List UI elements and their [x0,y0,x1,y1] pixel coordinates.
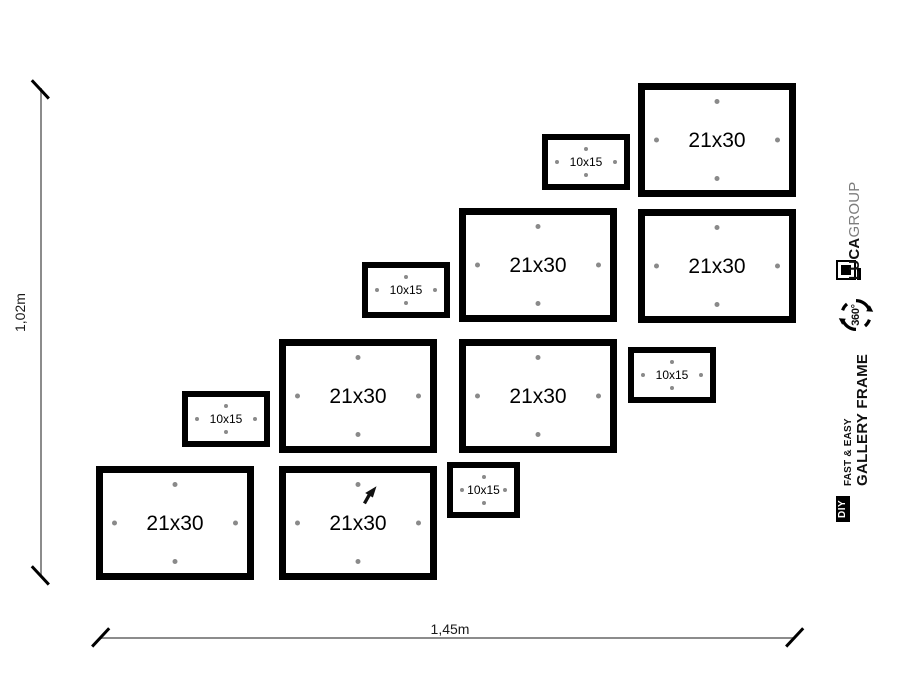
nail-dot-left [654,137,659,143]
nail-dot-right [503,488,507,492]
nail-dot-right [253,417,257,421]
vertical-dimension-line [40,88,42,575]
picture-frame[interactable]: 10x15 [447,462,520,518]
nail-dot-bottom [714,176,720,181]
nail-dot-left [195,417,199,421]
luca-group-logo: LUCAGROUP [836,150,884,280]
frame-size-label: 10x15 [467,483,500,497]
gallery-frame-subtitle: FAST & EASY [843,418,854,486]
nail-dot-bottom [404,301,408,305]
luca-square-icon [836,260,856,280]
nail-dot-left [460,488,464,492]
nail-dot-right [416,520,421,526]
luca-wordmark-bold: LUCA [846,237,863,280]
frame-size-label: 21x30 [688,128,746,152]
nail-dot-left [555,160,559,164]
diy-badge: DIY [836,495,850,522]
gallery-frame-branding: GALLERY FRAME FAST & EASY DIY [836,354,886,522]
picture-frame[interactable]: 10x15 [182,391,270,447]
nail-dot-bottom [355,559,361,564]
picture-frame[interactable]: 10x15 [542,134,630,190]
nail-dot-top [584,147,588,151]
nail-dot-bottom [535,301,541,306]
horizontal-dimension-label: 1,45m [430,621,470,637]
cursor-pointer-icon [362,486,377,505]
gallery-frame-title: GALLERY FRAME [854,353,871,486]
nail-dot-bottom [670,386,674,390]
luca-wordmark-light: GROUP [846,181,863,238]
nail-dot-bottom [224,430,228,434]
picture-frame[interactable]: 21x30 [638,209,796,323]
vertical-dimension-label: 1,02m [12,293,28,332]
rotation-360-badge: 360° [838,297,874,333]
nail-dot-top [355,355,361,360]
nail-dot-right [775,137,780,143]
nail-dot-left [295,393,300,399]
frame-size-label: 10x15 [655,368,689,382]
nail-dot-top [224,404,228,408]
luca-mark-accent-icon [857,268,861,280]
frame-size-label: 21x30 [688,254,746,278]
frame-size-label: 10x15 [209,412,243,426]
nail-dot-right [775,263,780,269]
nail-dot-bottom [584,173,588,177]
nail-dot-bottom [481,501,486,505]
nail-dot-left [641,373,645,377]
picture-frame[interactable]: 21x30 [279,466,437,580]
picture-frame[interactable]: 21x30 [459,339,617,453]
nail-dot-right [699,373,703,377]
picture-frame[interactable]: 21x30 [459,208,617,322]
frame-size-label: 21x30 [509,384,567,408]
picture-frame[interactable]: 21x30 [279,339,437,453]
nail-dot-bottom [535,432,541,437]
nail-dot-top [355,482,361,487]
frame-size-label: 21x30 [329,511,387,535]
nail-dot-top [714,225,720,230]
nail-dot-bottom [714,302,720,307]
nail-dot-top [481,475,486,479]
nail-dot-top [670,360,674,364]
nail-dot-bottom [172,559,178,564]
picture-frame[interactable]: 21x30 [96,466,254,580]
luca-wordmark: LUCAGROUP [846,181,863,280]
nail-dot-top [714,99,720,104]
nail-dot-bottom [355,432,361,437]
nail-dot-right [416,393,421,399]
nail-dot-right [433,288,437,292]
nail-dot-top [535,355,541,360]
nail-dot-left [654,263,659,269]
nail-dot-right [613,160,617,164]
circular-arrow-icon [838,299,874,331]
nail-dot-right [596,262,601,268]
frame-size-label: 10x15 [569,155,603,169]
nail-dot-left [475,262,480,268]
frame-size-label: 10x15 [389,283,423,297]
nail-dot-right [596,393,601,399]
picture-frame[interactable]: 21x30 [638,83,796,197]
nail-dot-top [404,275,408,279]
nail-dot-top [535,224,541,229]
horizontal-dimension-line [100,637,794,639]
picture-frame[interactable]: 10x15 [362,262,450,318]
nail-dot-left [112,520,117,526]
nail-dot-left [295,520,300,526]
nail-dot-left [375,288,379,292]
nail-dot-left [475,393,480,399]
frame-size-label: 21x30 [146,511,204,535]
nail-dot-top [172,482,178,487]
nail-dot-right [233,520,238,526]
frame-size-label: 21x30 [509,253,567,277]
branding-rail: LUCAGROUP 360° GALLERY FRAME FAST & EASY… [820,0,900,678]
badge-360-label: 360° [850,304,862,326]
picture-frame[interactable]: 10x15 [628,347,716,403]
frame-size-label: 21x30 [329,384,387,408]
